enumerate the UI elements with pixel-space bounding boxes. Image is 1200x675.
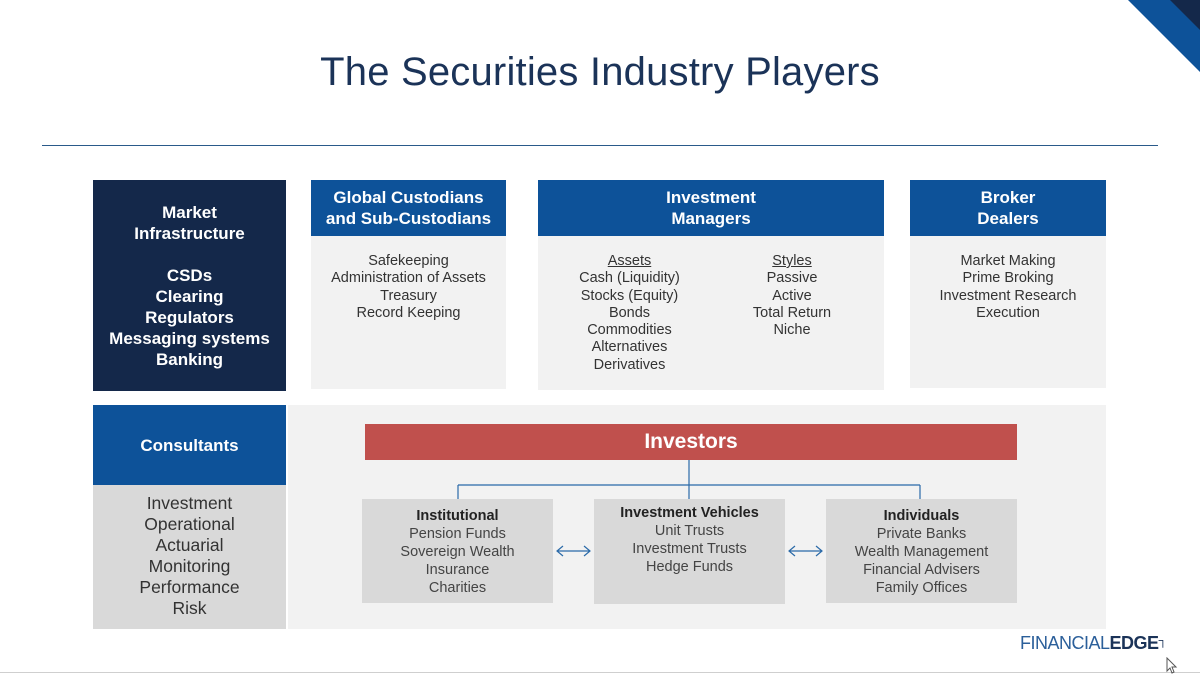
consultant-item: Risk	[172, 598, 207, 618]
page-title: The Securities Industry Players	[320, 50, 880, 94]
bd-item: Prime Broking	[962, 270, 1054, 287]
institutional-item: Sovereign Wealth	[400, 544, 515, 560]
assets-column: Assets Cash (Liquidity) Stocks (Equity) …	[538, 253, 721, 374]
market-infrastructure-box: Market Infrastructure CSDs Clearing Regu…	[93, 180, 286, 391]
custodians-panel: Safekeeping Administration of Assets Tre…	[311, 236, 506, 389]
bd-item: Market Making	[960, 253, 1056, 269]
mi-item: Banking	[155, 350, 224, 369]
bd-header-line-2: Dealers	[977, 209, 1039, 228]
institutional-item: Insurance	[425, 562, 490, 578]
consultant-item: Monitoring	[148, 556, 231, 576]
mi-item: Messaging systems	[109, 329, 270, 348]
institutional-item: Charities	[428, 580, 487, 596]
broker-dealers-header: Broker Dealers	[910, 180, 1106, 236]
custodians-item: Treasury	[380, 287, 437, 304]
asset-item: Alternatives	[591, 339, 668, 356]
asset-item: Stocks (Equity)	[580, 287, 679, 304]
institutional-heading: Institutional	[416, 508, 499, 524]
vehicles-heading: Investment Vehicles	[620, 505, 759, 521]
title-divider	[42, 145, 1158, 146]
asset-item: Derivatives	[593, 356, 666, 373]
custodians-header: Global Custodians and Sub-Custodians	[311, 180, 506, 236]
mi-header-line-2: Infrastructure	[134, 224, 245, 243]
financial-edge-logo: FINANCIALEDGE┐	[1020, 633, 1167, 653]
mi-item: Regulators	[145, 308, 234, 327]
bd-item: Investment Research	[939, 287, 1077, 304]
vehicle-item: Unit Trusts	[654, 523, 725, 539]
consultant-item: Actuarial	[155, 535, 224, 555]
asset-item: Cash (Liquidity)	[579, 270, 680, 287]
individual-item: Financial Advisers	[863, 562, 980, 578]
mouse-cursor-icon	[1166, 657, 1178, 674]
individuals-heading: Individuals	[883, 508, 960, 524]
corner-decoration	[1128, 0, 1200, 72]
style-item: Passive	[766, 270, 818, 287]
broker-dealers-panel: Market Making Prime Broking Investment R…	[910, 236, 1106, 388]
vehicles-box: Investment Vehicles Unit Trusts Investme…	[594, 499, 785, 604]
individual-item: Wealth Management	[854, 544, 989, 560]
individual-item: Family Offices	[875, 580, 968, 596]
styles-heading: Styles	[772, 253, 812, 269]
logo-part-2: EDGE	[1109, 633, 1160, 653]
consultant-item: Investment	[146, 493, 233, 513]
style-item: Active	[772, 287, 812, 304]
bottom-divider	[0, 672, 1200, 673]
consultant-item: Operational	[144, 514, 235, 534]
im-header-line-2: Managers	[671, 209, 751, 228]
individual-item: Private Banks	[876, 526, 967, 542]
custodians-item: Administration of Assets	[331, 270, 486, 287]
vehicle-item: Investment Trusts	[632, 541, 747, 557]
styles-column: Styles Passive Active Total Return Niche	[721, 253, 863, 339]
consultants-header-label: Consultants	[140, 435, 239, 455]
custodians-item: Safekeeping	[368, 253, 449, 269]
mi-item: Clearing	[155, 287, 224, 306]
custodians-item: Record Keeping	[356, 304, 461, 321]
vehicle-item: Hedge Funds	[645, 559, 734, 575]
asset-item: Bonds	[608, 304, 651, 321]
bd-item: Execution	[976, 304, 1040, 321]
consultants-header: Consultants	[93, 405, 286, 485]
asset-item: Commodities	[587, 322, 672, 339]
consultants-panel: Investment Operational Actuarial Monitor…	[93, 485, 286, 629]
mi-header-line-1: Market	[162, 203, 217, 222]
logo-part-1: FINANCIAL	[1020, 633, 1110, 653]
assets-heading: Assets	[607, 253, 652, 269]
investment-managers-panel: Assets Cash (Liquidity) Stocks (Equity) …	[538, 236, 884, 390]
im-header-line-1: Investment	[666, 188, 756, 207]
mi-item: CSDs	[166, 266, 213, 285]
individuals-box: Individuals Private Banks Wealth Managem…	[826, 499, 1017, 603]
custodians-header-line-1: Global Custodians	[333, 188, 484, 207]
institutional-item: Pension Funds	[409, 526, 506, 542]
consultant-item: Performance	[139, 577, 240, 597]
investors-bar: Investors	[365, 424, 1017, 460]
style-item: Niche	[773, 322, 811, 339]
institutional-box: Institutional Pension Funds Sovereign We…	[362, 499, 553, 603]
style-item: Total Return	[752, 304, 832, 321]
bd-header-line-1: Broker	[980, 188, 1036, 207]
investment-managers-header: Investment Managers	[538, 180, 884, 236]
custodians-header-line-2: and Sub-Custodians	[325, 209, 492, 228]
